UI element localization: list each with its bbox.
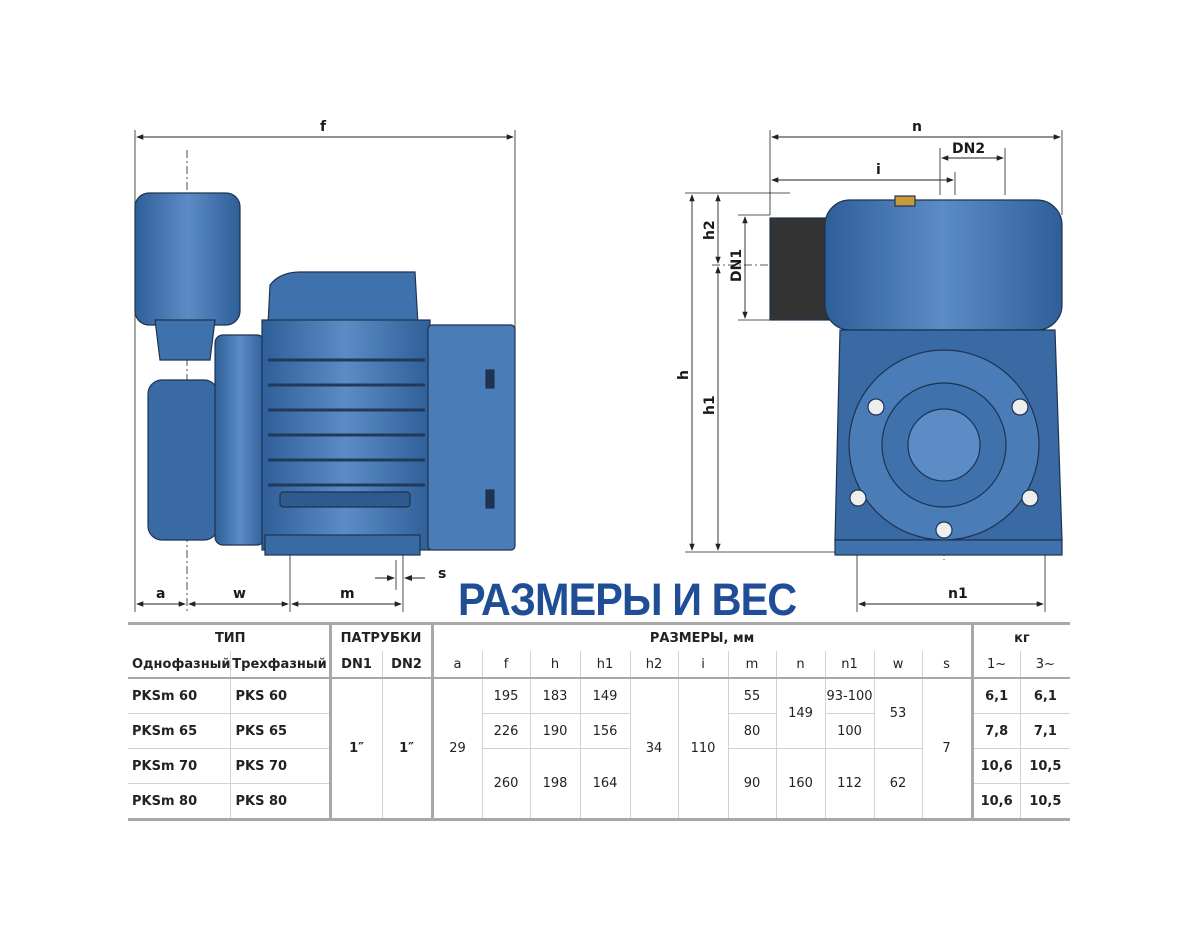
model-three: PKS 70	[229, 748, 331, 784]
label-dn1: DN1	[729, 249, 745, 282]
cell-h2: 34	[629, 678, 679, 820]
col-header: i	[677, 651, 729, 679]
page-title: РАЗМЕРЫ И ВЕС	[458, 574, 797, 625]
col-header: h1	[579, 651, 631, 679]
col-header: a	[430, 651, 483, 679]
cell-weight-1ph: 6,1	[970, 678, 1021, 714]
col-header: 1~	[970, 651, 1021, 679]
cell-dn1: 1″	[328, 678, 383, 820]
cell-n1: 100	[824, 713, 875, 749]
cell-m: 80	[727, 713, 777, 749]
model-three: PKS 80	[229, 783, 331, 820]
cell-weight-3ph: 10,5	[1019, 783, 1071, 820]
dimensions-table: ТИП ПАТРУБКИ РАЗМЕРЫ, мм кг Однофазный Т…	[128, 622, 1071, 821]
cell-h1: 156	[579, 713, 631, 749]
cell-h: 183	[529, 678, 581, 714]
col-header: 3~	[1019, 651, 1071, 679]
col-header: n1	[824, 651, 875, 679]
label-w: w	[233, 586, 246, 602]
cell-n: 160	[775, 748, 826, 820]
model-three: PKS 65	[229, 713, 331, 749]
cell-w: 62	[873, 748, 923, 820]
cell-n1: 93-100	[824, 678, 875, 714]
label-i: i	[876, 162, 881, 178]
cell-f: 226	[481, 713, 531, 749]
label-n1: n1	[948, 586, 968, 602]
cell-weight-3ph: 6,1	[1019, 678, 1071, 714]
model-three: PKS 60	[229, 678, 331, 714]
model-single: PKSm 70	[128, 748, 230, 784]
label-dn2: DN2	[952, 141, 985, 157]
col-header: w	[873, 651, 923, 679]
label-n: n	[912, 119, 922, 135]
label-s: s	[438, 566, 446, 582]
cell-n1: 112	[824, 748, 875, 820]
label-h2: h2	[702, 220, 718, 240]
model-single: PKSm 80	[128, 783, 230, 820]
cell-h: 190	[529, 713, 581, 749]
col-header: Трехфазный	[229, 651, 331, 679]
label-m: m	[340, 586, 355, 602]
label-h: h	[676, 370, 692, 380]
cell-h: 198	[529, 748, 581, 820]
header-weight: кг	[970, 623, 1071, 651]
col-header: DN1	[328, 651, 383, 679]
cell-f: 260	[481, 748, 531, 820]
pump-front-view	[769, 195, 1063, 556]
cell-weight-1ph: 7,8	[970, 713, 1021, 749]
col-header: n	[775, 651, 826, 679]
header-ports: ПАТРУБКИ	[328, 623, 433, 651]
header-type: ТИП	[214, 630, 246, 646]
table-row: PKSm 65 PKS 65 226 190 156 80 100 7,8 7,…	[128, 713, 1071, 749]
model-single: PKSm 60	[128, 678, 230, 714]
cell-m: 90	[727, 748, 777, 820]
label-h1: h1	[702, 395, 718, 415]
col-header: h	[529, 651, 581, 679]
cell-weight-1ph: 10,6	[970, 783, 1021, 820]
col-header: m	[727, 651, 777, 679]
cell-n: 149	[775, 678, 826, 749]
cell-i: 110	[677, 678, 729, 820]
col-header: f	[481, 651, 531, 679]
cell-s: 7	[921, 678, 973, 820]
table-row: PKSm 60 PKS 60 1″ 1″ 29 195 183 149 34 1…	[128, 678, 1071, 820]
col-header: DN2	[381, 651, 433, 679]
header-dims: РАЗМЕРЫ, мм	[430, 623, 973, 651]
pump-side-view	[134, 192, 516, 556]
col-header: Однофазный	[128, 651, 231, 679]
model-single: PKSm 65	[128, 713, 230, 749]
cell-h1: 149	[579, 678, 631, 714]
cell-w: 53	[873, 678, 923, 749]
cell-dn2: 1″	[381, 678, 433, 820]
label-f: f	[320, 119, 327, 135]
cell-h1: 164	[579, 748, 631, 820]
label-a: a	[156, 586, 165, 602]
cell-m: 55	[727, 678, 777, 714]
table-row: PKSm 80 PKS 80 10,6 10,5	[128, 783, 1071, 820]
cell-f: 195	[481, 678, 531, 714]
cell-weight-1ph: 10,6	[970, 748, 1021, 784]
cell-weight-3ph: 10,5	[1019, 748, 1071, 784]
table-row: PKSm 70 PKS 70 260 198 164 90 160 112 62…	[128, 748, 1071, 820]
col-header: s	[921, 651, 973, 679]
cell-weight-3ph: 7,1	[1019, 713, 1071, 749]
col-header: h2	[629, 651, 679, 679]
cell-a: 29	[430, 678, 483, 820]
